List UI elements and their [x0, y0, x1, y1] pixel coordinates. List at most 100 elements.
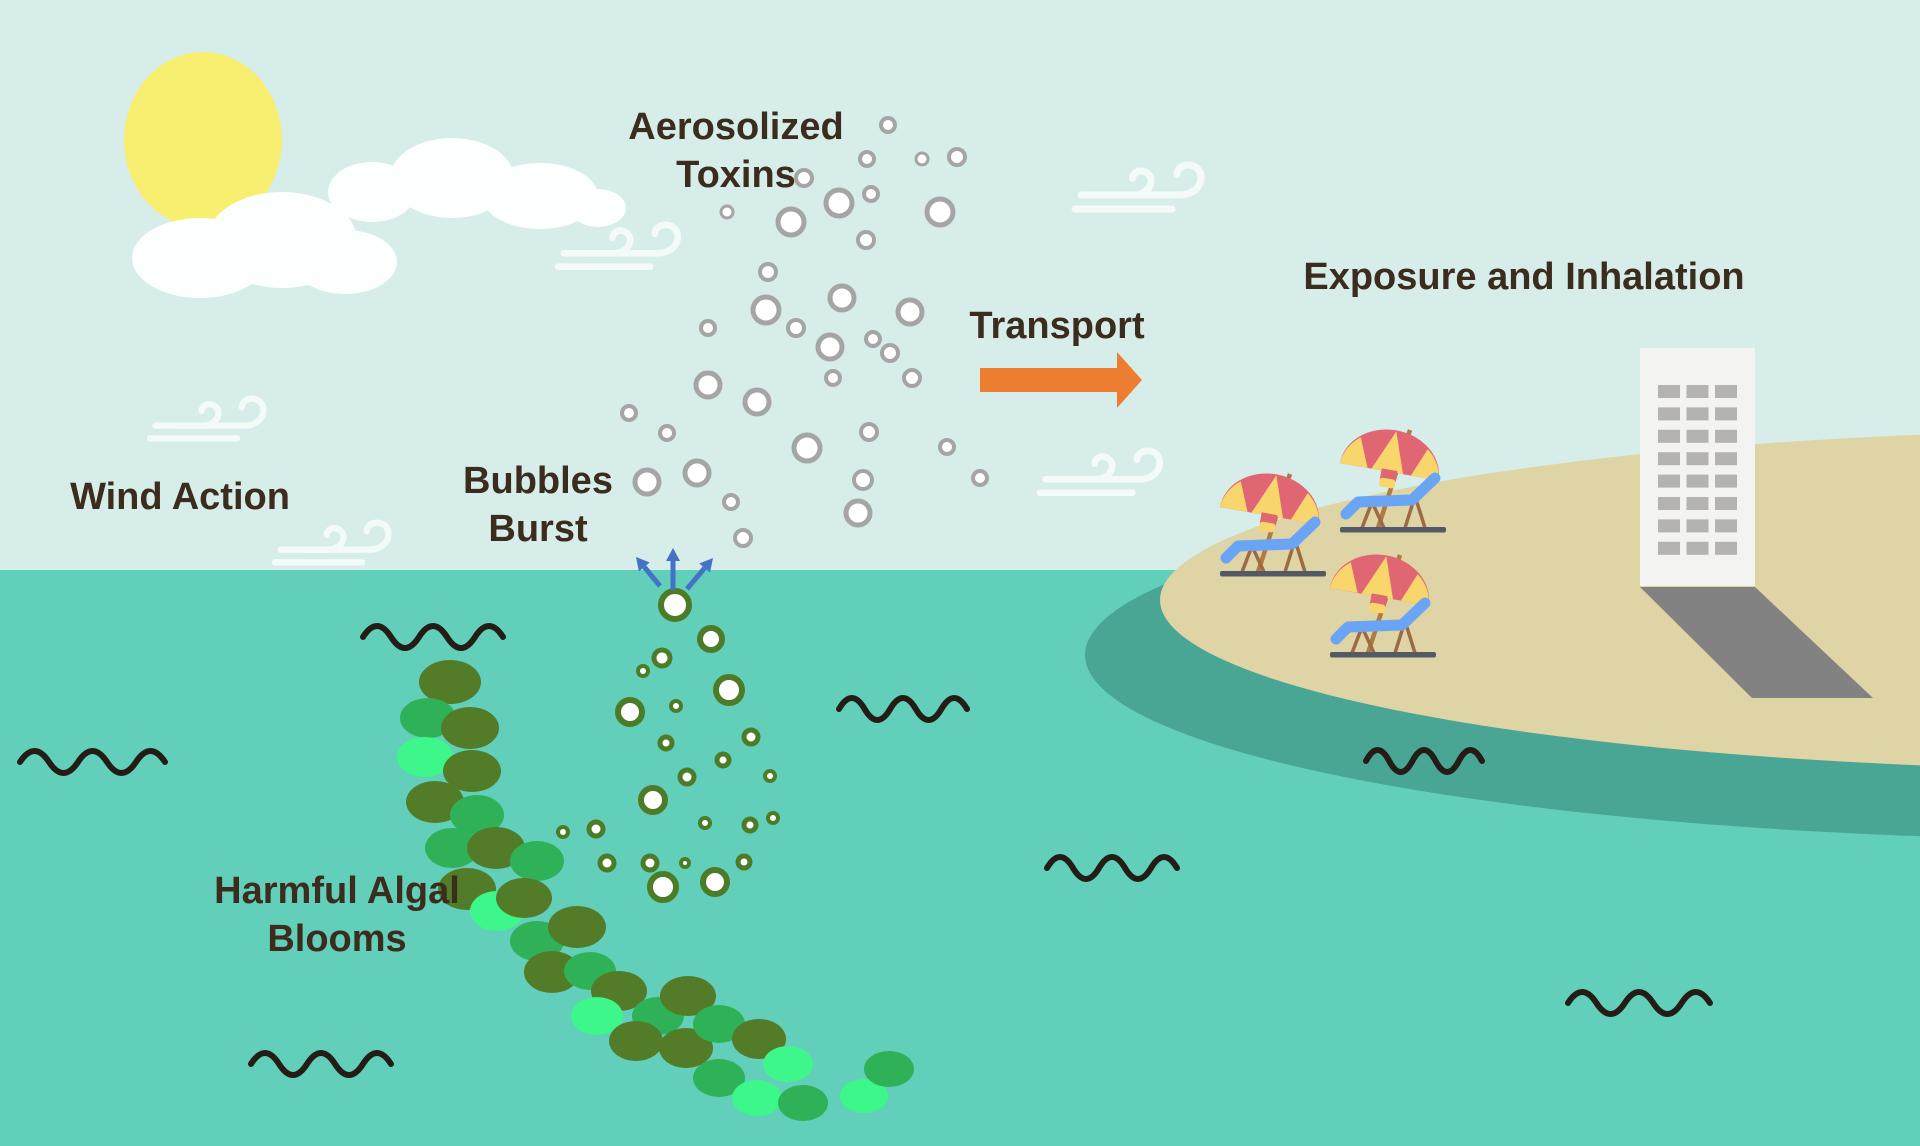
building-window: [1715, 385, 1737, 398]
aerosol-bubble: [824, 369, 842, 387]
aerosolized-toxin-bubbles: [620, 116, 989, 548]
building-window: [1715, 474, 1737, 488]
algae-cell: [443, 750, 501, 792]
underwater-bubble: [615, 697, 645, 727]
aerosol-bubble: [858, 150, 876, 168]
underwater-bubble: [714, 751, 732, 769]
underwater-bubble: [651, 647, 673, 669]
building-window: [1658, 519, 1680, 533]
building-window: [1715, 452, 1737, 466]
aerosol-bubble: [632, 467, 662, 497]
building-window: [1658, 541, 1680, 555]
burst-arrow-head: [666, 548, 680, 561]
algae-cell: [864, 1051, 914, 1087]
algae-cell: [524, 951, 580, 993]
exposure-inhalation-label: Exposure and Inhalation: [1303, 253, 1744, 301]
aerosol-bubble: [880, 343, 900, 363]
aerosol-bubble: [938, 438, 956, 456]
algae-cell: [510, 841, 564, 881]
algae-cell: [571, 997, 623, 1035]
aerosol-bubble: [843, 498, 873, 528]
aerosolized-toxins-line2: Toxins: [676, 154, 796, 196]
wave-squiggle: [1363, 747, 1485, 775]
building-shadow: [1640, 587, 1873, 698]
algae-cell: [732, 1019, 786, 1059]
underwater-bubble: [586, 819, 606, 839]
aerosol-bubble: [742, 387, 772, 417]
building-window: [1686, 407, 1709, 421]
algae-cell: [406, 781, 464, 823]
aerosol-bubble: [827, 283, 857, 313]
algae-cell: [425, 828, 479, 868]
burst-arrow-head: [699, 558, 713, 573]
aerosol-bubble: [895, 297, 925, 327]
aerosol-bubble: [620, 404, 638, 422]
underwater-bubble: [669, 699, 683, 713]
aerosol-bubble: [693, 370, 723, 400]
wave-squiggle: [1565, 989, 1713, 1017]
aerosol-bubble: [791, 432, 823, 464]
algae-cell: [693, 1059, 745, 1097]
cloud-puff: [293, 230, 397, 294]
harmful-algal-bloom: [397, 660, 914, 1121]
aerosol-bubble: [750, 294, 782, 326]
building-window: [1658, 407, 1680, 421]
algae-cell: [659, 1028, 713, 1068]
algae-cell: [548, 906, 606, 948]
underwater-bubble: [677, 767, 697, 787]
underwater-bubble: [657, 734, 675, 752]
algae-cell: [419, 660, 481, 704]
building-window: [1715, 541, 1737, 555]
aerosol-bubble: [823, 187, 855, 219]
aerosol-bubble: [722, 493, 740, 511]
algae-cell: [840, 1079, 888, 1113]
underwater-bubble: [698, 816, 712, 830]
building-window: [1715, 429, 1737, 443]
building-window: [1686, 452, 1709, 466]
wave-squiggle: [17, 748, 168, 776]
wave-squiggle: [1044, 854, 1180, 882]
underwater-bubble: [766, 811, 780, 825]
bubble-burst-arrows: [636, 548, 713, 591]
aerosol-bubble: [859, 422, 879, 442]
aerosol-bubble: [758, 262, 778, 282]
underwater-bubble: [597, 853, 617, 873]
underwater-bubble: [741, 816, 759, 834]
aerosol-bubble: [682, 458, 712, 488]
aerosol-bubble: [719, 204, 735, 220]
underwater-bubble: [735, 853, 753, 871]
aerosol-bubble: [775, 206, 807, 238]
sun: [124, 52, 282, 228]
aerosol-bubble: [914, 151, 930, 167]
building-window: [1658, 385, 1680, 398]
aerosol-bubble: [856, 230, 876, 250]
aerosol-bubble: [902, 368, 922, 388]
building-window: [1686, 541, 1709, 555]
aerosol-bubble: [852, 469, 874, 491]
building-window: [1686, 497, 1709, 510]
underwater-bubbles: [556, 588, 780, 903]
transport-arrow: [980, 352, 1142, 408]
aerosol-bubble: [786, 318, 806, 338]
underwater-bubble: [638, 785, 668, 815]
algae-cell: [441, 707, 499, 749]
transport-label: Transport: [969, 302, 1144, 350]
algae-cell: [763, 1046, 813, 1082]
burst-arrow-shaft: [642, 565, 662, 588]
building-window: [1658, 497, 1680, 510]
cloud-puff: [570, 189, 626, 227]
building-window: [1658, 429, 1680, 443]
algae-cell: [397, 737, 453, 777]
aerosolized-toxins-line1: Aerosolized: [628, 106, 844, 148]
underwater-bubble: [741, 727, 761, 747]
underwater-bubble: [647, 871, 679, 903]
algae-cell: [450, 795, 504, 835]
exposure-inhalation-text: Exposure and Inhalation: [1303, 256, 1745, 298]
wind-action-label: Wind Action: [70, 473, 290, 521]
wave-squiggle: [360, 623, 506, 651]
aerosol-bubble: [862, 185, 880, 203]
building-window: [1686, 519, 1709, 533]
building-window: [1686, 429, 1709, 443]
burst-arrow-shaft: [685, 566, 707, 591]
aerosol-bubble: [971, 469, 989, 487]
